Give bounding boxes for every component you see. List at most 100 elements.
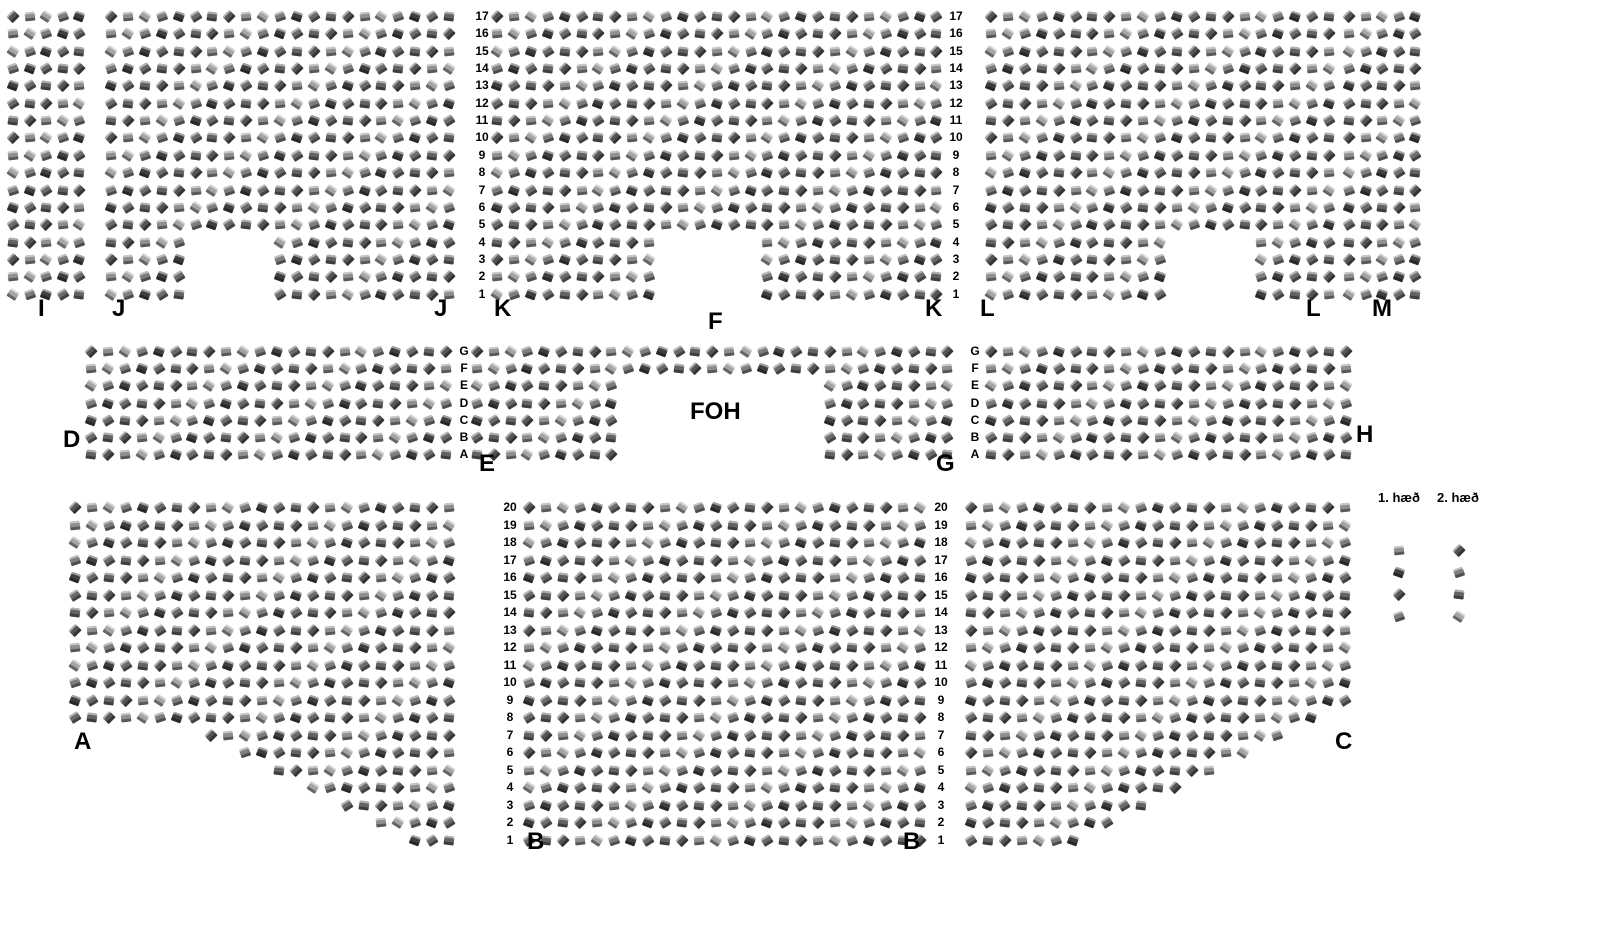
seat-H[interactable] — [1305, 448, 1319, 461]
seat-H[interactable] — [1322, 361, 1336, 376]
seat-A[interactable] — [272, 606, 286, 619]
seat-J[interactable] — [171, 61, 186, 76]
seat-D[interactable] — [135, 379, 149, 393]
seat-M[interactable] — [1392, 253, 1405, 266]
seat-C[interactable] — [1032, 553, 1046, 567]
seat-EG-center[interactable] — [789, 345, 803, 358]
seat-J[interactable] — [425, 97, 439, 110]
seat-C[interactable] — [1015, 746, 1029, 759]
seat-A[interactable] — [68, 658, 82, 672]
seat-K[interactable] — [846, 115, 858, 126]
seat-L[interactable] — [1271, 200, 1286, 215]
seat-B[interactable] — [743, 676, 757, 689]
seat-C[interactable] — [1254, 590, 1266, 600]
seat-A[interactable] — [238, 746, 252, 759]
seat-A[interactable] — [391, 711, 405, 724]
seat-K[interactable] — [795, 167, 807, 178]
seat-A[interactable] — [238, 536, 252, 549]
seat-C[interactable] — [998, 798, 1012, 812]
seat-C[interactable] — [1287, 535, 1301, 550]
seat-J[interactable] — [189, 97, 202, 110]
seat-K[interactable] — [828, 235, 842, 249]
seat-EG-center[interactable] — [655, 345, 669, 358]
seat-D[interactable] — [423, 346, 435, 357]
seat-J[interactable] — [359, 254, 370, 265]
seat-A[interactable] — [68, 694, 82, 706]
seat-K[interactable] — [625, 62, 639, 75]
seat-D[interactable] — [118, 379, 132, 392]
seat-M[interactable] — [1342, 166, 1356, 180]
seat-C[interactable] — [1202, 711, 1216, 724]
seat-C[interactable] — [964, 623, 978, 637]
seat-J[interactable] — [205, 148, 220, 163]
seat-D[interactable] — [440, 363, 452, 374]
seat-A[interactable] — [153, 571, 167, 584]
seat-J[interactable] — [392, 132, 405, 144]
seat-B[interactable] — [658, 641, 672, 654]
seat-B[interactable] — [794, 519, 808, 531]
seat-A[interactable] — [272, 535, 286, 550]
seat-H[interactable] — [984, 397, 998, 409]
seat-D[interactable] — [253, 448, 267, 462]
seat-D[interactable] — [405, 345, 419, 358]
seat-I[interactable] — [39, 45, 53, 58]
seat-L[interactable] — [1204, 114, 1218, 128]
seat-B[interactable] — [778, 747, 790, 758]
seat-L[interactable] — [1035, 166, 1049, 180]
seat-B[interactable] — [557, 730, 569, 740]
seat-A[interactable] — [442, 781, 456, 794]
seat-K[interactable] — [777, 114, 791, 128]
seat-I[interactable] — [55, 166, 70, 180]
seat-I[interactable] — [23, 184, 36, 196]
seat-B[interactable] — [794, 659, 808, 671]
seat-J[interactable] — [171, 183, 186, 197]
seat-A[interactable] — [136, 711, 150, 724]
seat-A[interactable] — [136, 624, 150, 636]
seat-A[interactable] — [255, 553, 269, 567]
seat-K[interactable] — [726, 131, 741, 145]
seat-C[interactable] — [1083, 745, 1097, 760]
seat-K[interactable] — [591, 148, 606, 163]
seat-J[interactable] — [375, 115, 387, 126]
seat-K[interactable] — [525, 115, 537, 126]
seat-EG-center[interactable] — [856, 396, 871, 410]
seat-A[interactable] — [170, 606, 184, 619]
seat-A[interactable] — [425, 536, 439, 549]
seat-B[interactable] — [778, 502, 790, 513]
seat-J[interactable] — [342, 28, 354, 39]
seat-D[interactable] — [388, 431, 402, 444]
seat-EG-center[interactable] — [555, 363, 567, 374]
seat-C[interactable] — [1134, 641, 1148, 654]
seat-A[interactable] — [340, 641, 354, 654]
seat-D[interactable] — [119, 415, 131, 426]
seat-K[interactable] — [794, 270, 808, 284]
seat-J[interactable] — [290, 236, 304, 248]
seat-B[interactable] — [573, 693, 587, 707]
seat-A[interactable] — [392, 677, 404, 688]
seat-L[interactable] — [1153, 270, 1167, 283]
seat-B[interactable] — [896, 693, 910, 707]
seat-C[interactable] — [1100, 571, 1114, 584]
seat-K[interactable] — [795, 80, 807, 91]
seat-L[interactable] — [1323, 167, 1335, 178]
seat-C[interactable] — [1049, 571, 1063, 584]
seat-K[interactable] — [846, 271, 858, 282]
seat-C[interactable] — [964, 694, 978, 706]
seat-A[interactable] — [255, 588, 269, 602]
seat-C[interactable] — [1135, 590, 1147, 600]
seat-K[interactable] — [625, 45, 639, 58]
seat-C[interactable] — [1169, 642, 1181, 653]
seat-C[interactable] — [1186, 747, 1198, 758]
seat-C[interactable] — [1134, 624, 1148, 636]
seat-B[interactable] — [642, 729, 654, 741]
seat-B[interactable] — [709, 624, 723, 636]
seat-L[interactable] — [1120, 11, 1132, 22]
seat-legend[interactable] — [1453, 589, 1465, 600]
seat-K[interactable] — [524, 62, 538, 76]
seat-H[interactable] — [1052, 448, 1065, 461]
seat-L[interactable] — [1238, 166, 1251, 179]
seat-D[interactable] — [321, 397, 334, 409]
seat-L[interactable] — [1103, 201, 1116, 214]
seat-A[interactable] — [340, 798, 354, 812]
seat-C[interactable] — [1032, 729, 1046, 741]
